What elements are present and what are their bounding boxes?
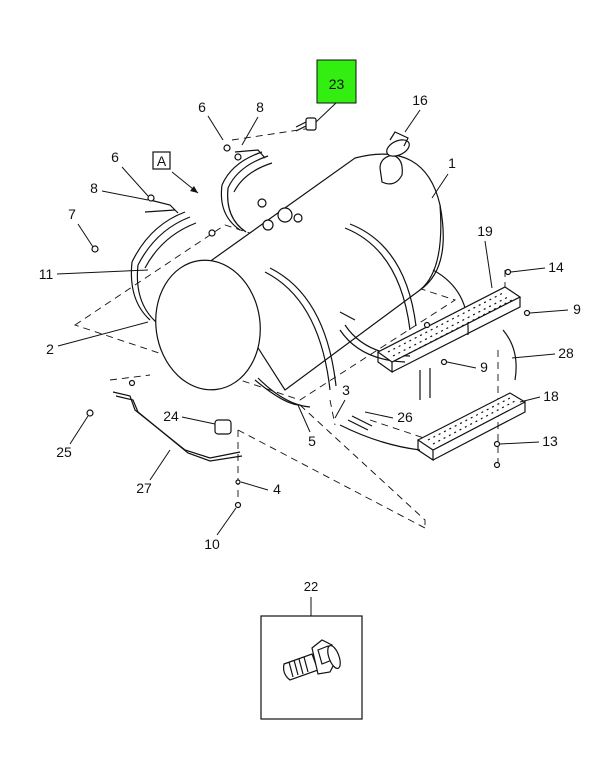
bolt-23 — [295, 117, 317, 132]
callout-6b: 6 — [111, 149, 119, 165]
tank-straps — [257, 269, 517, 451]
callout-24: 24 — [163, 408, 179, 424]
callout-1: 1 — [448, 155, 456, 171]
view-marker-label: A — [157, 153, 167, 169]
callout-labels: 16 6 8 1 6 8 7 19 14 11 9 2 28 9 3 18 24 — [39, 92, 581, 552]
front-bracket — [91, 194, 216, 323]
callout-7: 7 — [68, 206, 76, 222]
lower-step — [416, 392, 527, 462]
fuel-tank — [155, 131, 444, 406]
inset-detail-22: 22 — [260, 579, 363, 720]
callout-6a: 6 — [198, 99, 206, 115]
callout-19: 19 — [477, 223, 493, 239]
callout-4: 4 — [273, 481, 281, 497]
callout-11: 11 — [39, 266, 54, 282]
callout-3: 3 — [342, 382, 350, 398]
callout-16: 16 — [412, 92, 428, 108]
callout-28: 28 — [558, 345, 574, 361]
callout-26: 26 — [397, 409, 413, 425]
callout-2: 2 — [46, 341, 54, 357]
callout-9b: 9 — [480, 359, 488, 375]
callout-8b: 8 — [90, 180, 98, 196]
callout-13: 13 — [542, 433, 558, 449]
rear-bracket — [220, 144, 273, 233]
callout-27: 27 — [136, 480, 152, 496]
callout-18: 18 — [543, 388, 559, 404]
callout-14: 14 — [548, 259, 564, 275]
callout-25: 25 — [56, 444, 72, 460]
view-marker-a: A — [152, 151, 199, 194]
inset-callout-label: 22 — [304, 579, 318, 594]
callout-10: 10 — [204, 536, 220, 552]
highlighted-callout-23[interactable]: 23 — [316, 59, 357, 104]
callout-5: 5 — [308, 433, 316, 449]
highlighted-callout-label: 23 — [329, 76, 345, 92]
small-parts — [86, 268, 531, 509]
callout-9a: 9 — [573, 301, 581, 317]
upper-step — [376, 286, 522, 374]
callout-8a: 8 — [256, 99, 264, 115]
